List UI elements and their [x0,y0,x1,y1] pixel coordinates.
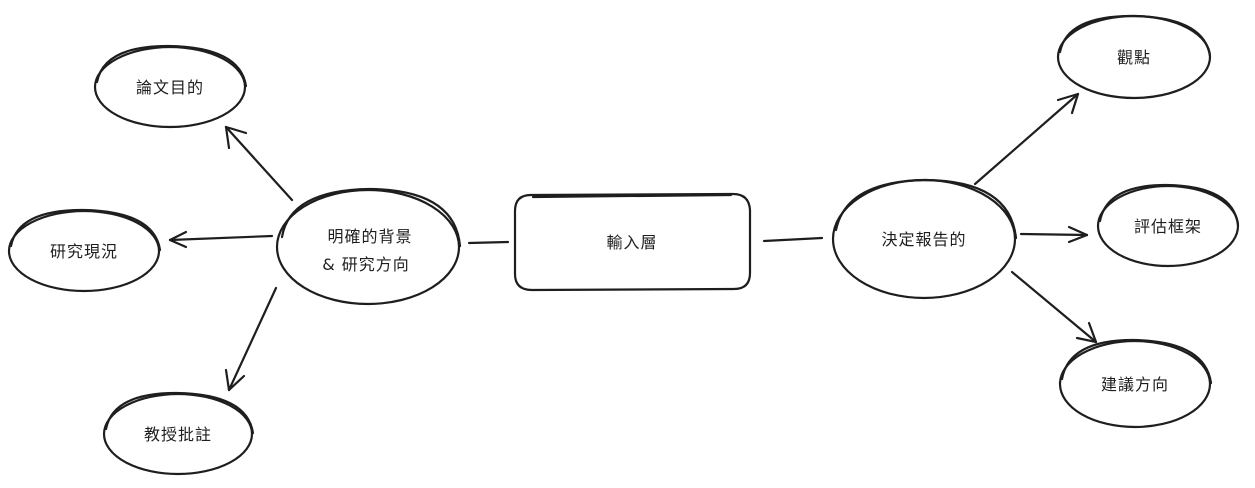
viewpoint-node[interactable]: 觀點 [1056,14,1212,100]
arrow-to-suggested-direction [1010,270,1098,344]
clear-background-node[interactable]: 明確的背景 & 研究方向 [275,187,462,306]
paper-purpose-node[interactable]: 論文目的 [93,44,248,129]
professor-comments-label: 教授批註 [144,425,212,444]
research-status-label: 研究現況 [50,242,118,261]
clear-background-label-line2: & 研究方向 [322,255,410,274]
arrow-to-professor-comments [224,286,278,392]
arrow-to-viewpoint [973,92,1080,186]
report-decision-label: 決定報告的 [881,230,966,249]
arrow-to-evaluation-framework [1019,225,1089,244]
evaluation-framework-label: 評估框架 [1134,217,1202,236]
professor-comments-node[interactable]: 教授批註 [102,391,255,476]
input-layer-label: 輸入層 [606,233,657,252]
evaluation-framework-node[interactable]: 評估框架 [1096,183,1240,268]
connector-background-to-input [467,240,510,245]
connector-input-to-report [762,236,824,243]
input-layer-node[interactable]: 輸入層 [513,192,752,292]
clear-background-label-line1: 明確的背景 [327,227,412,246]
paper-purpose-label: 論文目的 [136,78,204,97]
research-status-node[interactable]: 研究現況 [7,208,162,293]
suggested-direction-label: 建議方向 [1101,375,1169,394]
arrow-to-paper-purpose [224,125,294,202]
viewpoint-label: 觀點 [1117,48,1151,67]
arrow-to-research-status [168,230,274,249]
report-decision-node[interactable]: 決定報告的 [831,178,1018,300]
suggested-direction-node[interactable]: 建議方向 [1058,338,1213,429]
